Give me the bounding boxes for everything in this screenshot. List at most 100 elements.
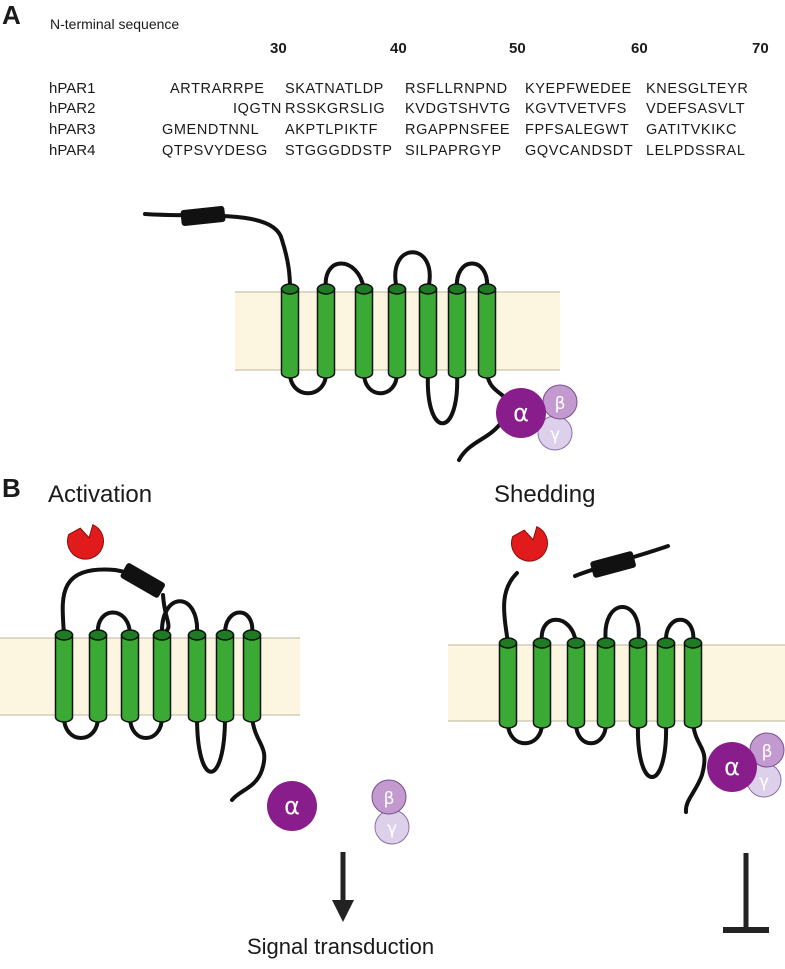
- helix-cap: [596, 637, 616, 649]
- helices: [280, 283, 497, 379]
- helix-body: [242, 634, 262, 723]
- helix-body: [354, 288, 374, 379]
- signal-arrow-head: [332, 900, 354, 922]
- n-terminal-tail: [143, 212, 292, 291]
- panel-b-letter: B: [2, 473, 21, 503]
- helix-cap: [354, 283, 374, 295]
- intracellular-loop: [425, 371, 460, 426]
- g-beta-label: β: [555, 394, 566, 414]
- seq-block: KVDGTSHVTG: [405, 101, 511, 117]
- transmembrane-helix: [242, 629, 262, 723]
- helix-body: [566, 642, 586, 729]
- helix-cap: [316, 283, 336, 295]
- helix-body: [628, 642, 648, 729]
- helix-body: [215, 634, 235, 723]
- helix-cap: [477, 283, 497, 295]
- helix-body: [418, 288, 438, 379]
- transmembrane-helix: [54, 629, 74, 723]
- position-50: 50: [509, 40, 526, 57]
- g-alpha-subunit: [496, 388, 546, 438]
- helix-body: [683, 642, 703, 729]
- seq-block: SKATNATLDP: [285, 81, 384, 97]
- helix-cap: [54, 629, 74, 641]
- transmembrane-helix: [566, 637, 586, 729]
- tethered-ligand: [120, 563, 165, 598]
- helix-cap: [242, 629, 262, 641]
- helix-body: [187, 634, 207, 723]
- seq-block: RGAPPNSFEE: [405, 122, 510, 138]
- extracellular-loop: [323, 261, 366, 291]
- seq-block: GQVCANDSDT: [525, 143, 633, 159]
- g-alpha-label: α: [513, 399, 529, 427]
- transmembrane-helix: [683, 637, 703, 729]
- helix-body: [120, 634, 140, 723]
- g-beta-label: β: [762, 742, 773, 762]
- helix-cap: [447, 283, 467, 295]
- extracellular-loop: [603, 605, 641, 645]
- seq-block: RSSKGRSLIG: [285, 101, 385, 117]
- helix-body: [447, 288, 467, 379]
- helix-cap: [532, 637, 552, 649]
- transmembrane-helix: [447, 283, 467, 379]
- g-gamma-label: γ: [387, 819, 397, 839]
- seq-block: VDEFSASVLT: [646, 101, 745, 117]
- seq-block: LELPDSSRAL: [646, 143, 746, 159]
- extracellular-loop: [539, 617, 578, 645]
- transmembrane-helix: [187, 629, 207, 723]
- n-terminal-subtitle: N-terminal sequence: [50, 16, 179, 32]
- extracellular-loop: [393, 250, 432, 291]
- transmembrane-helix: [498, 637, 518, 729]
- intracellular-loop: [195, 715, 227, 774]
- extracellular-loop: [159, 599, 200, 637]
- helix-body: [477, 288, 497, 379]
- row-label-hpar3: hPAR3: [49, 121, 95, 138]
- helix-cap: [418, 283, 438, 295]
- g-gamma-label: γ: [550, 425, 560, 445]
- seq-block: SILPAPRGYP: [405, 143, 502, 159]
- position-60: 60: [631, 40, 648, 57]
- c-terminal-tail: [230, 715, 267, 802]
- seq-block: RSFLLRNPND: [405, 81, 508, 97]
- position-70: 70: [752, 40, 769, 57]
- transmembrane-helix: [354, 283, 374, 379]
- helix-cap: [187, 629, 207, 641]
- transmembrane-helix: [656, 637, 676, 729]
- helix-cap: [656, 637, 676, 649]
- g-alpha-subunit: [707, 742, 757, 792]
- row-label-hpar2: hPAR2: [49, 100, 95, 117]
- cleaved-n-terminus: [502, 571, 519, 645]
- intracellular-loop: [62, 715, 100, 740]
- membrane-bilayer: [448, 645, 785, 721]
- helix-body: [656, 642, 676, 729]
- shedding-title: Shedding: [494, 481, 595, 508]
- helix-body: [596, 642, 616, 729]
- extracellular-loop: [454, 261, 490, 291]
- helix-body: [498, 642, 518, 729]
- seq-block: KYEPFWEDEE: [525, 81, 632, 97]
- helix-cap: [566, 637, 586, 649]
- helices: [54, 629, 262, 723]
- transmembrane-helix: [418, 283, 438, 379]
- helices: [498, 637, 703, 729]
- transmembrane-helix: [387, 283, 407, 379]
- extracellular-loop: [95, 610, 132, 637]
- transmembrane-helix: [477, 283, 497, 379]
- g-beta-subunit: [371, 779, 407, 815]
- seq-block: QTPSVYDESG: [162, 143, 268, 159]
- row-label-hpar4: hPAR4: [49, 142, 95, 159]
- helix-cap: [88, 629, 108, 641]
- g-protein-complex: γ β α: [496, 384, 578, 451]
- seq-block: GMENDTNNL: [162, 122, 259, 138]
- protease-icon: [510, 525, 548, 562]
- transmembrane-helix: [120, 629, 140, 723]
- signal-transduction-label: Signal transduction: [247, 934, 434, 959]
- intracellular-loop: [288, 371, 328, 396]
- seq-block: IQGTN: [233, 101, 282, 117]
- position-numbers: 30 40 50 60 70: [270, 40, 769, 57]
- intracellular-loop: [362, 371, 399, 396]
- transmembrane-helix: [316, 283, 336, 379]
- seq-block: KGVTVETVFS: [525, 101, 627, 117]
- helix-body: [88, 634, 108, 723]
- transmembrane-helix: [532, 637, 552, 729]
